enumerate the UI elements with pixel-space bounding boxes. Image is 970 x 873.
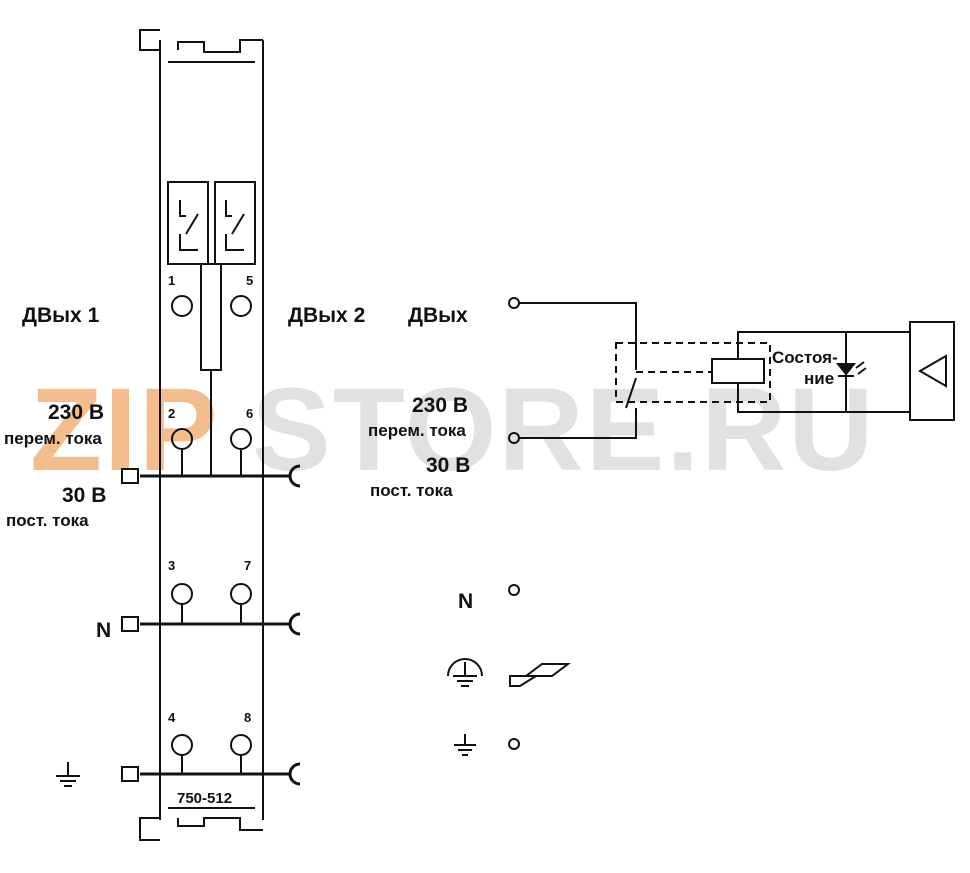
din-rail-icon — [509, 663, 571, 687]
bottom-latch-right — [177, 817, 263, 831]
schematic-output-label: ДВых — [408, 304, 468, 327]
pin-number: 7 — [244, 558, 251, 573]
output-1-label: ДВых 1 — [22, 304, 100, 327]
ground-terminal — [508, 738, 520, 750]
protective-earth-icon — [447, 658, 483, 687]
terminal-module — [139, 29, 264, 841]
internal-schematic — [508, 297, 955, 444]
buffer-triangle — [917, 354, 947, 388]
output-wire — [519, 302, 637, 370]
relay-box-2 — [214, 181, 256, 265]
schematic-dc-type: пост. тока — [370, 481, 453, 500]
bus-supply-right-contact — [288, 464, 301, 488]
output-2-label: ДВых 2 — [288, 304, 365, 327]
ground-icon — [454, 734, 476, 756]
relay-contact-2a — [225, 200, 232, 217]
top-latch-right — [177, 39, 263, 53]
pin-1-terminal — [171, 295, 193, 317]
led-icon — [835, 361, 867, 377]
pin-5-terminal — [230, 295, 252, 317]
relay-box-1 — [167, 181, 209, 265]
common-stem — [200, 263, 222, 371]
logic-block — [909, 321, 955, 421]
relay-dashed-box — [615, 342, 771, 403]
ground-icon — [56, 762, 80, 787]
pin-number: 1 — [168, 273, 175, 288]
relay-switch-1 — [185, 213, 199, 235]
bus-ground-right-contact — [288, 762, 301, 786]
pin-7-terminal — [230, 583, 252, 605]
bottom-latch-left — [139, 817, 160, 841]
relay-contact-2b — [225, 234, 244, 251]
dc-voltage-label: 30 В — [62, 484, 106, 507]
pin-6-terminal — [230, 428, 252, 450]
schematic-ac-type: перем. тока — [368, 421, 466, 440]
pin-3-terminal — [171, 583, 193, 605]
bus-neutral-right-contact — [288, 612, 301, 636]
status-label-line1: Состоя- — [772, 348, 838, 367]
schematic-ac-voltage: 230 В — [412, 394, 468, 417]
relay-contact-1b — [179, 234, 198, 251]
pin-number: 6 — [246, 406, 253, 421]
output-terminal — [508, 297, 520, 309]
bus-supply-left-contact — [121, 468, 139, 484]
pin-4-terminal — [171, 734, 193, 756]
relay-contact-1a — [179, 200, 186, 217]
pin-number: 2 — [168, 406, 175, 421]
status-label-line2: ние — [804, 369, 834, 388]
pin-number: 3 — [168, 558, 175, 573]
relay-switch-2 — [231, 213, 245, 235]
bus-ground-left-contact — [121, 766, 139, 782]
neutral-label: N — [96, 619, 111, 642]
supply-wire — [519, 408, 637, 439]
neutral-terminal — [508, 584, 520, 596]
coil-bottom-wire — [737, 383, 910, 413]
right-labels: ДВых 230 В перем. тока 30 В пост. тока С… — [368, 304, 838, 613]
watermark-suffix: STORE.RU — [252, 364, 876, 496]
pin-number: 5 — [246, 273, 253, 288]
module-model: 750-512 — [177, 790, 232, 807]
pin-labels: 1 5 2 6 3 7 4 8 750-512 — [168, 273, 253, 807]
dc-type-label: пост. тока — [6, 511, 89, 530]
left-labels: ДВых 1 ДВых 2 230 В перем. тока 30 В пос… — [4, 304, 365, 642]
top-latch-left — [139, 29, 160, 51]
pin-number: 4 — [168, 710, 176, 725]
ac-voltage-label: 230 В — [48, 401, 104, 424]
ac-type-label: перем. тока — [4, 429, 102, 448]
schematic-dc-voltage: 30 В — [426, 454, 470, 477]
bus-neutral-left-contact — [121, 616, 139, 632]
pin-8-terminal — [230, 734, 252, 756]
bus-bars — [121, 464, 301, 786]
supply-terminal — [508, 432, 520, 444]
switch-contact — [625, 377, 637, 409]
schematic-neutral-label: N — [458, 590, 473, 613]
coil-top-wire — [737, 331, 910, 359]
pin-number: 8 — [244, 710, 251, 725]
legend-symbols — [447, 584, 571, 756]
